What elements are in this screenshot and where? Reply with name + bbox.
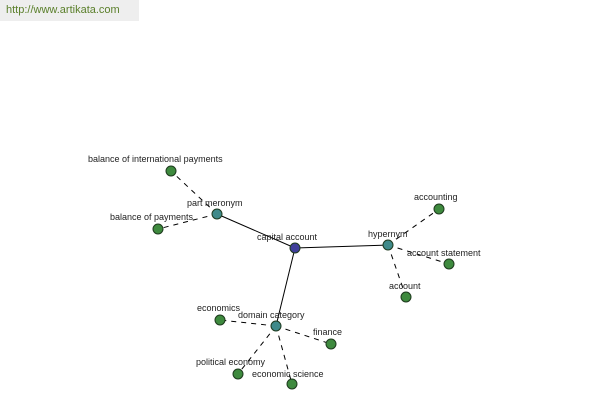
node-label-domain-category[interactable]: domain category xyxy=(238,310,305,320)
node-balance-intl[interactable] xyxy=(165,165,177,177)
site-url-link[interactable]: http://www.artikata.com xyxy=(0,0,139,21)
node-political-economy[interactable] xyxy=(232,368,244,380)
node-label-economics[interactable]: economics xyxy=(197,303,241,313)
node-domain-category[interactable] xyxy=(270,320,282,332)
labels-layer: capital account part meronym hypernym domai… xyxy=(88,154,481,379)
node-label-economic-science[interactable]: economic science xyxy=(252,369,324,379)
node-accounting[interactable] xyxy=(433,203,445,215)
node-label-hypernym[interactable]: hypernym xyxy=(368,229,408,239)
node-label-accounting[interactable]: accounting xyxy=(414,192,458,202)
edge-hypernym-to-accounting xyxy=(387,208,440,246)
node-label-balance-pay[interactable]: balance of payments xyxy=(110,212,194,222)
edge-hypernym-to-account-statement xyxy=(387,244,450,265)
node-label-account[interactable]: account xyxy=(389,281,421,291)
node-label-part-meronym[interactable]: part meronym xyxy=(187,198,243,208)
edge-domain-category-to-economics xyxy=(219,319,277,327)
node-label-center[interactable]: capital account xyxy=(257,232,318,242)
node-account-statement[interactable] xyxy=(443,258,455,270)
node-label-balance-intl[interactable]: balance of international payments xyxy=(88,154,223,164)
node-account[interactable] xyxy=(400,291,412,303)
node-economics[interactable] xyxy=(214,314,226,326)
edge-center-to-domain-category xyxy=(275,247,296,327)
node-label-account-statement[interactable]: account statement xyxy=(407,248,481,258)
nodes-layer xyxy=(152,165,455,390)
node-balance-pay[interactable] xyxy=(152,223,164,235)
node-label-political-economy[interactable]: political economy xyxy=(196,357,266,367)
edge-center-to-hypernym xyxy=(294,244,389,249)
node-hypernym[interactable] xyxy=(382,239,394,251)
edge-domain-category-to-economic-science xyxy=(275,325,293,385)
node-part-meronym[interactable] xyxy=(211,208,223,220)
edge-domain-category-to-political-economy xyxy=(237,325,277,375)
edge-center-to-part-meronym xyxy=(216,213,296,249)
node-center[interactable] xyxy=(289,242,301,254)
node-economic-science[interactable] xyxy=(286,378,298,390)
edge-part-meronym-to-balance-pay xyxy=(157,213,218,230)
node-label-finance[interactable]: finance xyxy=(313,327,342,337)
edges-layer xyxy=(157,170,450,385)
edge-part-meronym-to-balance-intl xyxy=(170,170,218,215)
node-finance[interactable] xyxy=(325,338,337,350)
